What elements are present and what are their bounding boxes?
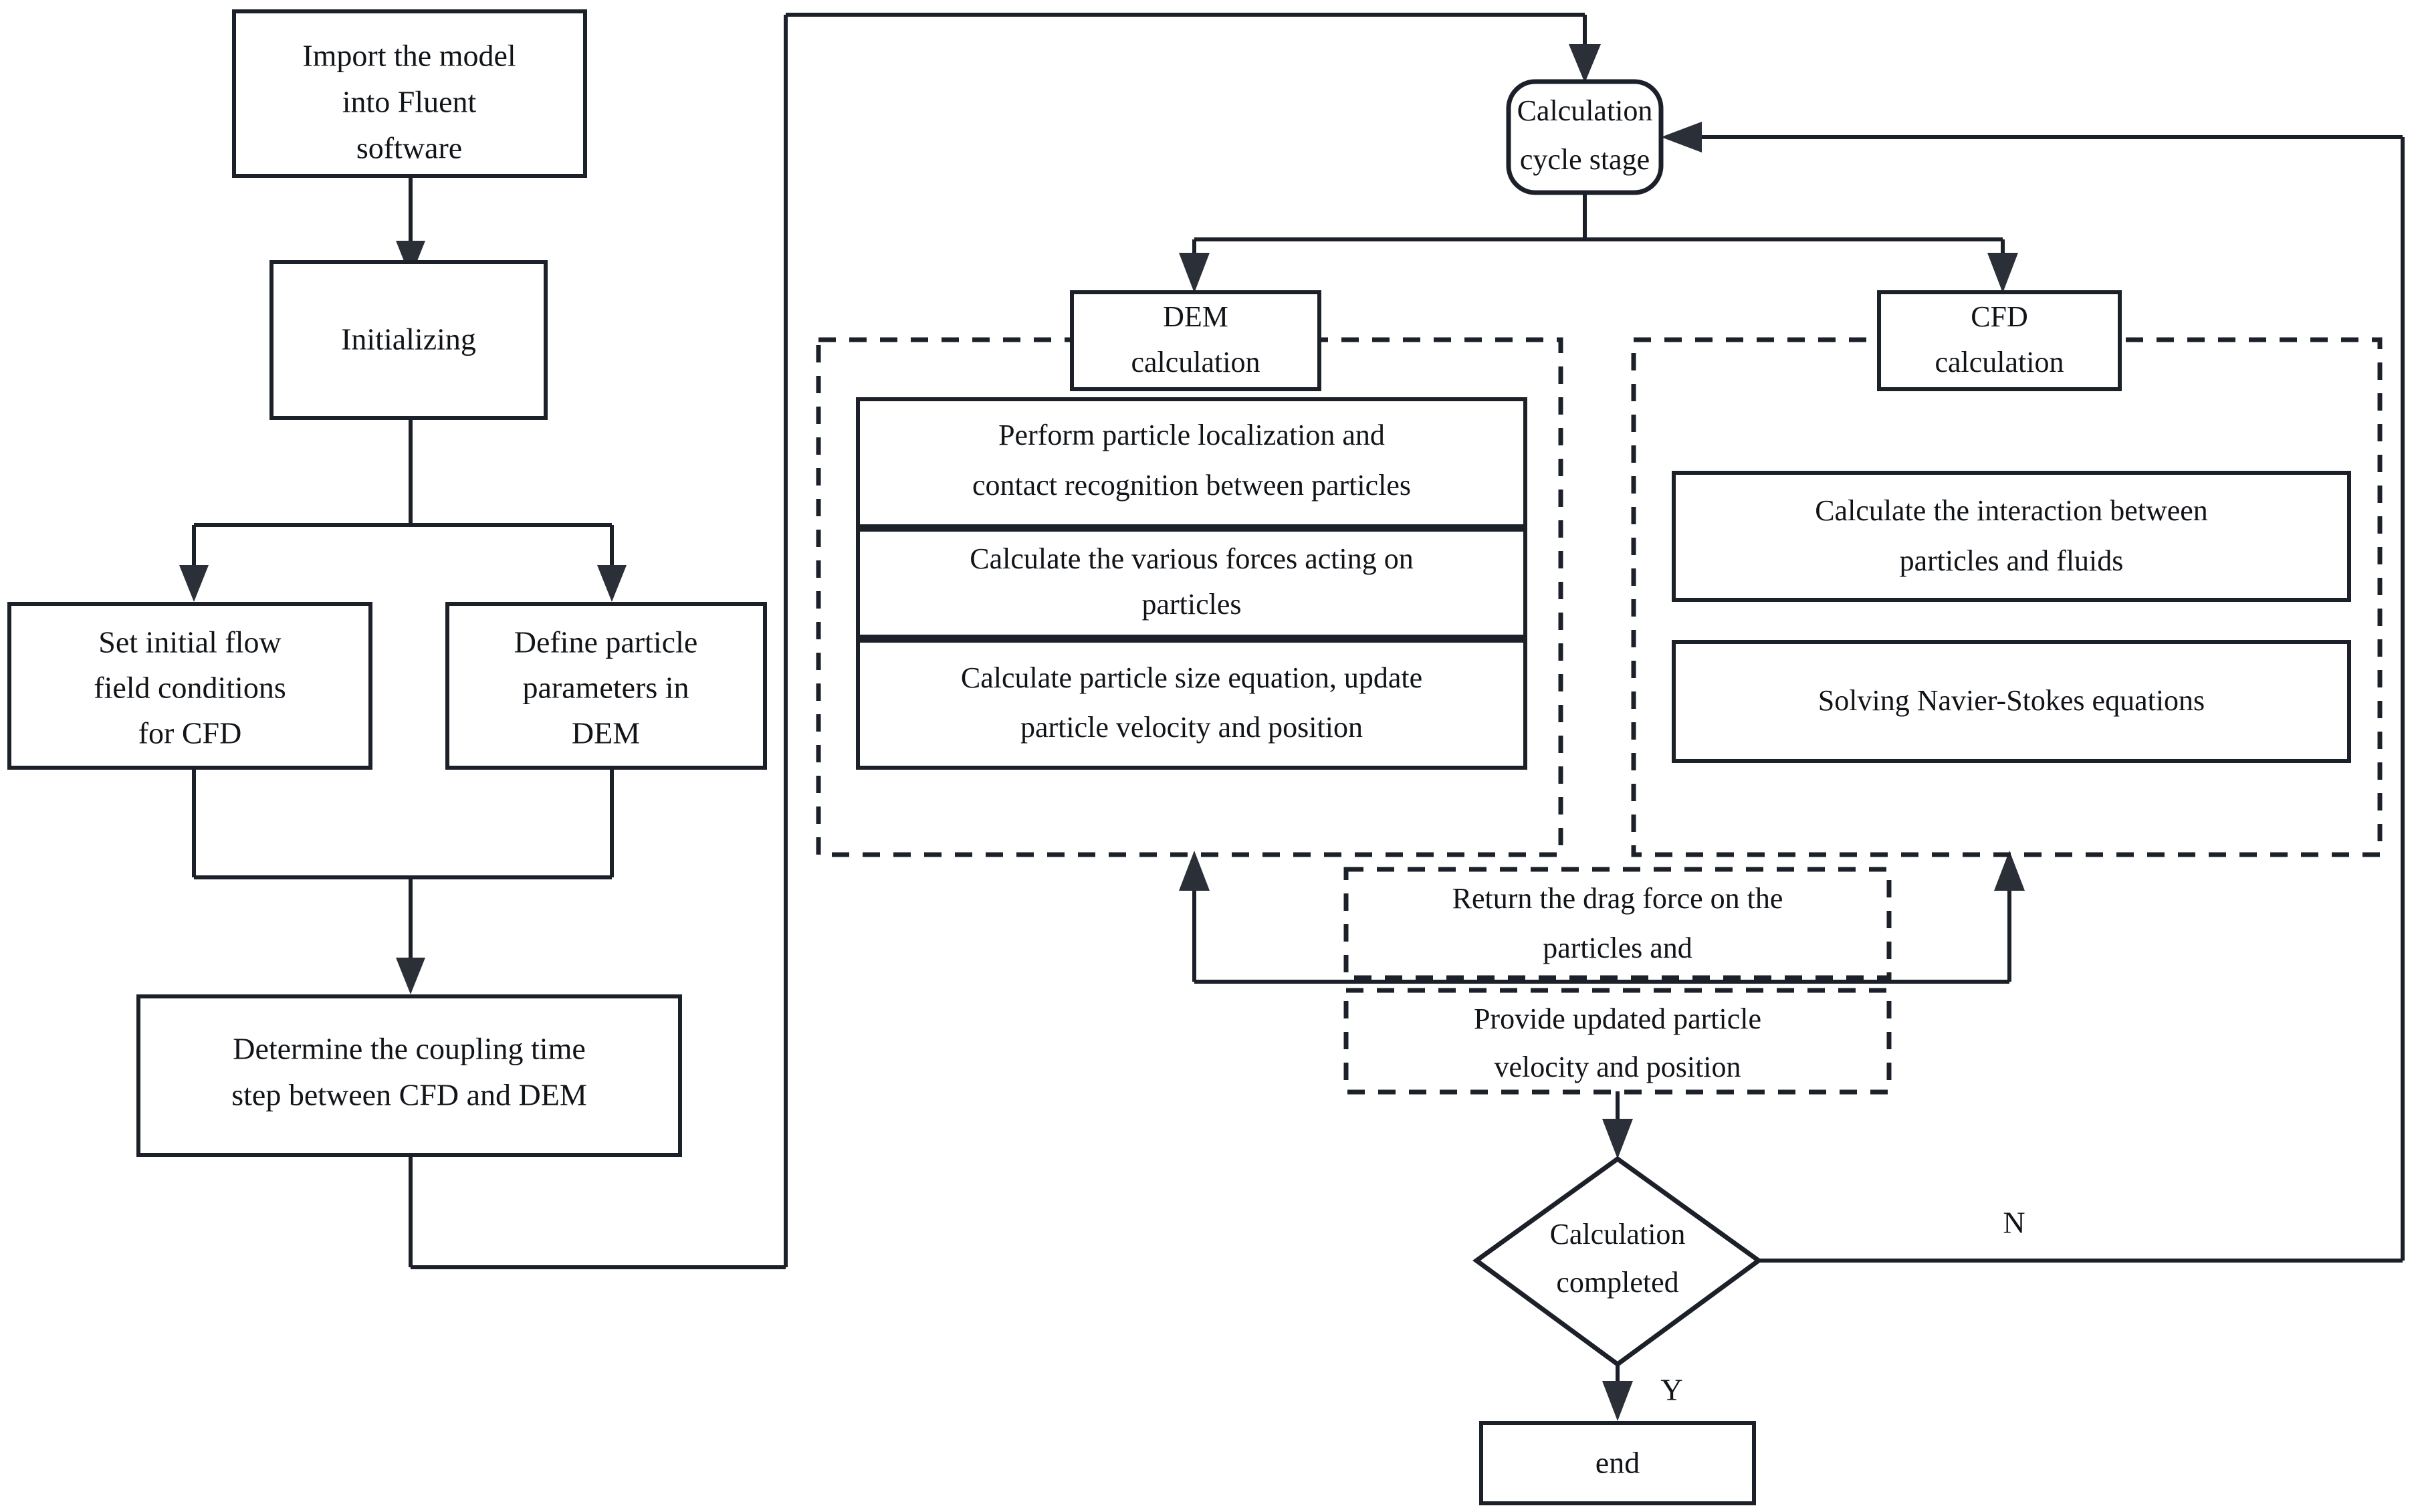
node-return-drag-line2: particles and bbox=[1543, 932, 1692, 964]
node-calculation-cycle-line1: Calculation bbox=[1517, 94, 1653, 127]
node-define-particle-line2: parameters in bbox=[522, 671, 689, 705]
node-calculation-cycle-stage-box[interactable] bbox=[1506, 79, 1664, 195]
node-decision-line2: completed bbox=[1556, 1266, 1678, 1299]
edge-decision-yes bbox=[1602, 1364, 1633, 1421]
node-determine-coupling-line1: Determine the coupling time bbox=[233, 1032, 586, 1066]
node-dem-step-1-line2: contact recognition between particles bbox=[972, 469, 1411, 502]
node-calculation-cycle-line2: cycle stage bbox=[1520, 143, 1650, 176]
node-dem-step-1-line1: Perform particle localization and bbox=[998, 419, 1385, 451]
node-dem-step-2-line2: particles bbox=[1141, 588, 1241, 621]
node-provide-updated-line1: Provide updated particle bbox=[1474, 1002, 1761, 1035]
node-decision-line1: Calculation bbox=[1550, 1218, 1686, 1251]
node-provide-updated-box[interactable] bbox=[1343, 988, 1892, 1095]
node-cfd-calculation-line1: CFD bbox=[1971, 300, 2028, 333]
node-end-box[interactable] bbox=[1479, 1421, 1756, 1505]
node-provide-updated-line2: velocity and position bbox=[1494, 1051, 1741, 1083]
node-cfd-step-2-box[interactable] bbox=[1672, 640, 2351, 763]
node-set-initial-flow-line2: field conditions bbox=[94, 671, 286, 705]
node-return-drag-line1: Return the drag force on the bbox=[1452, 882, 1783, 915]
node-define-particle-line1: Define particle bbox=[514, 625, 698, 659]
node-define-particle-box[interactable] bbox=[445, 602, 767, 770]
node-dem-calculation-line2: calculation bbox=[1131, 346, 1260, 379]
node-initializing-label: Initializing bbox=[341, 322, 476, 356]
edge-return-loop bbox=[1179, 851, 2025, 984]
node-set-initial-flow-line1: Set initial flow bbox=[98, 625, 282, 659]
node-dem-step-2-line1: Calculate the various forces acting on bbox=[970, 542, 1413, 575]
node-define-particle-line3: DEM bbox=[572, 716, 640, 750]
node-determine-coupling-line2: step between CFD and DEM bbox=[231, 1078, 586, 1112]
node-cfd-calculation-line2: calculation bbox=[1935, 346, 2064, 379]
node-dem-step-3-box[interactable] bbox=[856, 639, 1527, 770]
node-return-drag-box[interactable] bbox=[1343, 867, 1892, 980]
edge-label-no: N bbox=[2003, 1206, 2025, 1240]
edge-coupling-to-cycle bbox=[409, 13, 1601, 1269]
edge-label-yes: Y bbox=[1660, 1373, 1682, 1407]
node-dem-step-1-box[interactable] bbox=[856, 397, 1527, 528]
node-dem-calculation-line1: DEM bbox=[1163, 300, 1228, 333]
edge-import-to-initializing bbox=[396, 176, 425, 278]
node-dem-step-2-box[interactable] bbox=[856, 528, 1527, 639]
node-set-initial-flow-box[interactable] bbox=[7, 602, 372, 770]
node-initializing-box[interactable] bbox=[269, 260, 548, 420]
node-set-initial-flow-line3: for CFD bbox=[138, 716, 242, 750]
node-cfd-step-2-label: Solving Navier-Stokes equations bbox=[1818, 684, 2205, 717]
edge-provide-to-decision bbox=[1602, 1091, 1633, 1159]
node-cfd-step-1-line2: particles and fluids bbox=[1900, 544, 2124, 577]
edge-params-to-coupling bbox=[192, 768, 614, 994]
node-dem-calculation-box[interactable] bbox=[1070, 290, 1321, 391]
node-determine-coupling-box[interactable] bbox=[136, 994, 682, 1157]
node-end-label: end bbox=[1595, 1446, 1640, 1480]
node-dem-step-3-line2: particle velocity and position bbox=[1020, 711, 1363, 744]
edge-cycle-to-dem-cfd bbox=[1179, 193, 2018, 293]
node-cfd-calculation-box[interactable] bbox=[1877, 290, 2122, 391]
edge-decision-no-loop bbox=[1661, 122, 2405, 1263]
node-import-model-line3: software bbox=[356, 131, 462, 165]
node-import-model-line1: Import the model bbox=[302, 39, 516, 73]
node-decision-diamond[interactable] bbox=[1472, 1156, 1763, 1368]
node-cfd-step-1-line1: Calculate the interaction between bbox=[1815, 494, 2208, 527]
node-dem-step-3-line1: Calculate particle size equation, update bbox=[961, 661, 1422, 694]
node-cfd-step-1-box[interactable] bbox=[1672, 471, 2351, 602]
node-import-model-box[interactable] bbox=[232, 9, 587, 178]
node-import-model-line2: into Fluent bbox=[342, 85, 477, 119]
edge-initializing-split bbox=[179, 418, 627, 602]
